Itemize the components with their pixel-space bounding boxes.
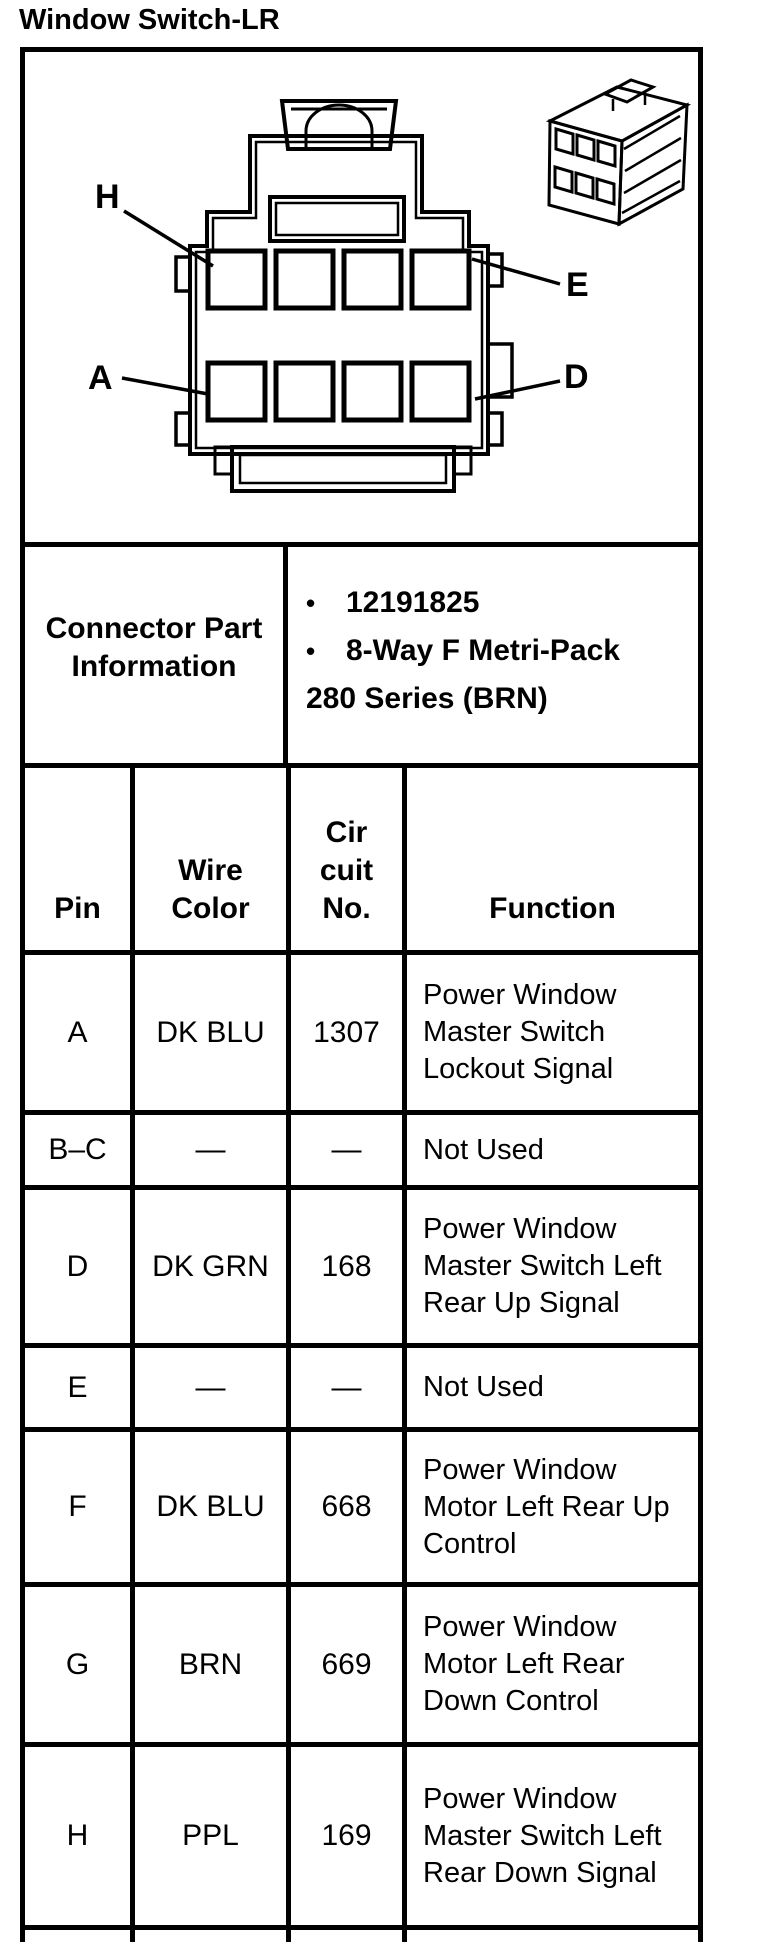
page-title: Window Switch-LR	[19, 4, 280, 36]
pin-cell: A	[25, 955, 135, 1115]
function-cell: Power Window Master Switch Lockout Signa…	[407, 955, 698, 1115]
part-info-line: • 12191825	[306, 579, 690, 627]
circuit-cell: —	[291, 1115, 407, 1190]
wire-color-cell: —	[135, 1115, 291, 1190]
part-info-line: 280 Series (BRN)	[306, 675, 690, 722]
function-cell: Not Used	[407, 1115, 698, 1190]
connector-type: 8-Way F Metri-Pack	[346, 634, 620, 667]
pin-cell: F	[25, 1432, 135, 1587]
pin-cell: G	[25, 1587, 135, 1747]
connector-front-view	[121, 99, 561, 493]
bullet-icon: •	[306, 636, 316, 666]
pin-cell: E	[25, 1348, 135, 1432]
function-cell: Power Window Master Switch Left Rear Dow…	[407, 1747, 698, 1930]
col-header-function: Function	[407, 768, 698, 955]
circuit-cell: —	[291, 1348, 407, 1432]
pin-label-h: H	[95, 178, 120, 216]
pinout-table: Pin Wire Color Cir cuit No. Function A D…	[20, 763, 703, 1942]
wire-color-cell: —	[135, 1348, 291, 1432]
part-number: 12191825	[346, 586, 480, 619]
cavity-row-bottom	[205, 360, 472, 423]
part-info-details: • 12191825 • 8-Way F Metri-Pack 280 Seri…	[288, 547, 698, 763]
connector-diagram-box: H E A D	[20, 47, 703, 542]
connector-iso-view	[545, 78, 692, 227]
pin-label-d: D	[564, 358, 589, 396]
cutoff-row-stub	[291, 1930, 407, 1942]
pin-cell: H	[25, 1747, 135, 1930]
pin-label-e: E	[566, 266, 589, 304]
wire-color-cell: DK GRN	[135, 1190, 291, 1348]
pin-cell: B–C	[25, 1115, 135, 1190]
col-header-circuit-no: Cir cuit No.	[291, 768, 407, 955]
part-info-heading: Connector Part Information	[25, 547, 288, 763]
bullet-icon: •	[306, 588, 316, 618]
wire-color-cell: DK BLU	[135, 955, 291, 1115]
function-cell: Power Window Motor Left Rear Up Control	[407, 1432, 698, 1587]
col-header-wire-color: Wire Color	[135, 768, 291, 955]
circuit-cell: 169	[291, 1747, 407, 1930]
pin-label-a: A	[88, 359, 113, 397]
cutoff-row-stub	[407, 1930, 698, 1942]
circuit-cell: 668	[291, 1432, 407, 1587]
part-info-line: • 8-Way F Metri-Pack	[306, 627, 690, 675]
circuit-cell: 1307	[291, 955, 407, 1115]
pin-leader-lines	[121, 209, 561, 401]
connector-part-information-section: Connector Part Information • 12191825 • …	[20, 542, 703, 763]
cutoff-row-stub	[135, 1930, 291, 1942]
col-header-pin: Pin	[25, 768, 135, 955]
function-cell: Not Used	[407, 1348, 698, 1432]
circuit-cell: 168	[291, 1190, 407, 1348]
function-cell: Power Window Motor Left Rear Down Contro…	[407, 1587, 698, 1747]
wire-color-cell: PPL	[135, 1747, 291, 1930]
connector-diagram: H E A D	[88, 78, 692, 493]
function-cell: Power Window Master Switch Left Rear Up …	[407, 1190, 698, 1348]
cavity-row-top	[205, 248, 472, 311]
pin-cell: D	[25, 1190, 135, 1348]
wire-color-cell: DK BLU	[135, 1432, 291, 1587]
connector-series: 280 Series (BRN)	[306, 682, 548, 715]
cutoff-row-stub	[25, 1930, 135, 1942]
circuit-cell: 669	[291, 1587, 407, 1747]
wire-color-cell: BRN	[135, 1587, 291, 1747]
